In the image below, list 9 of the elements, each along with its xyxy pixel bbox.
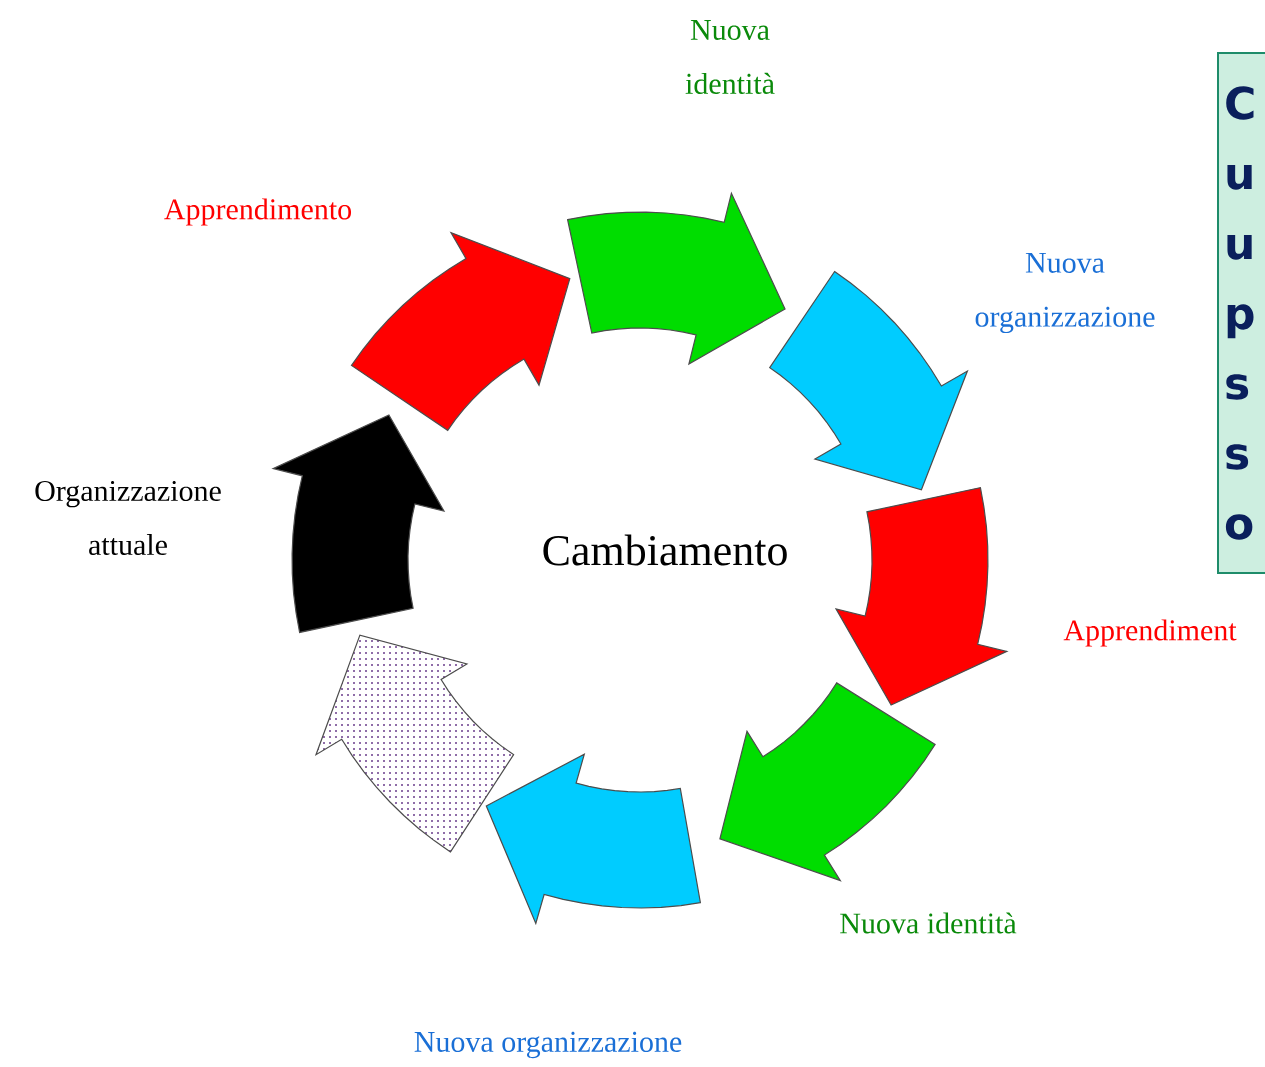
label: Apprendimento (164, 198, 352, 226)
label: Nuova organizzazione (975, 252, 1155, 334)
text-box: C u u p s s o (1217, 52, 1265, 574)
label: Apprendiment (1063, 619, 1237, 647)
label: Nuova identità (685, 20, 775, 94)
label: Cambiamento (543, 534, 787, 566)
label: Nuova identità (840, 912, 1017, 934)
label: Organizzazione attuale (35, 480, 221, 556)
label: Nuova organizzazione (414, 1031, 682, 1059)
